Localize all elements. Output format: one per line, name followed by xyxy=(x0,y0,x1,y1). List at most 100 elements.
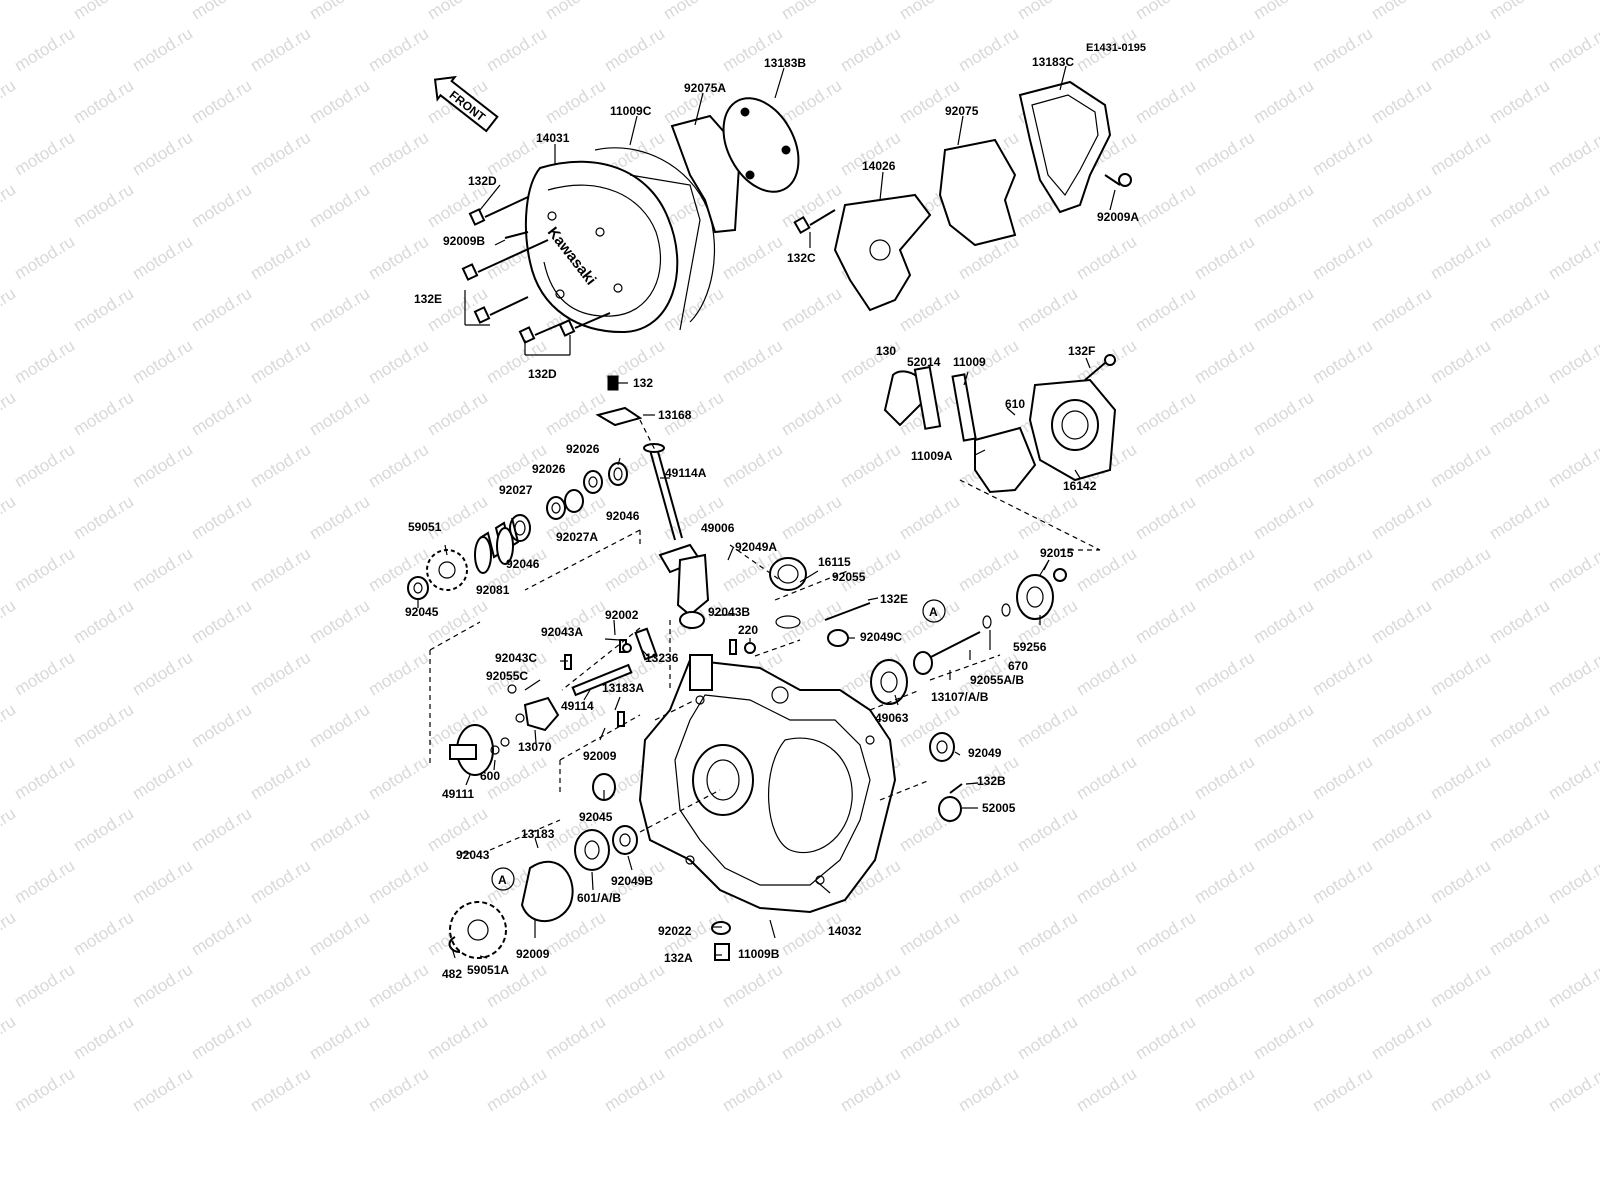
watermark-text: motod.ru xyxy=(365,752,432,804)
watermark-text: motod.ru xyxy=(1486,700,1553,752)
watermark-text: motod.ru xyxy=(778,388,845,440)
watermark-text: motod.ru xyxy=(188,804,255,856)
leader-lines xyxy=(417,65,1116,959)
watermark-text: motod.ru xyxy=(188,1012,255,1064)
watermark-text: motod.ru xyxy=(1191,648,1258,700)
part-label-49111: 49111 xyxy=(442,787,474,801)
part-label-92075a: 92075A xyxy=(684,81,726,95)
watermark-text: motod.ru xyxy=(247,648,314,700)
watermark-text: motod.ru xyxy=(1073,544,1140,596)
watermark-text: motod.ru xyxy=(70,908,137,960)
watermark-text: motod.ru xyxy=(188,76,255,128)
small-cover xyxy=(1018,80,1112,214)
part-label-601-a-b: 601/A/B xyxy=(577,891,621,905)
watermark-text: motod.ru xyxy=(1427,856,1494,908)
watermark-text: motod.ru xyxy=(424,388,491,440)
watermark-text: motod.ru xyxy=(1427,128,1494,180)
watermark-text: motod.ru xyxy=(70,1012,137,1064)
cover-bolts xyxy=(461,173,1132,356)
part-label-132: 132 xyxy=(633,376,653,390)
watermark-text: motod.ru xyxy=(0,0,19,23)
part-label-92009: 92009 xyxy=(583,749,617,763)
part-label-13183b: 13183B xyxy=(764,56,806,70)
part-label-132d: 132D xyxy=(528,367,557,381)
watermark-text: motod.ru xyxy=(1014,700,1081,752)
watermark-text: motod.ru xyxy=(1191,544,1258,596)
part-label-59051: 59051 xyxy=(408,520,442,534)
watermark-text: motod.ru xyxy=(0,1012,19,1064)
watermark-text: motod.ru xyxy=(0,908,19,960)
watermark-text: motod.ru xyxy=(1014,492,1081,544)
watermark-text: motod.ru xyxy=(660,0,727,23)
watermark-text: motod.ru xyxy=(1545,128,1600,180)
watermark-text: motod.ru xyxy=(70,700,137,752)
watermark-text: motod.ru xyxy=(1191,24,1258,76)
watermark-text: motod.ru xyxy=(542,596,609,648)
watermark-text: motod.ru xyxy=(483,1064,550,1116)
part-label-92026: 92026 xyxy=(566,442,600,456)
watermark-text: motod.ru xyxy=(1486,388,1553,440)
part-label-59256: 59256 xyxy=(1013,640,1047,654)
watermark-text: motod.ru xyxy=(1014,0,1081,23)
part-label-132b: 132B xyxy=(977,774,1006,788)
watermark-text: motod.ru xyxy=(11,648,78,700)
watermark-text: motod.ru xyxy=(1545,1064,1600,1116)
watermark-text: motod.ru xyxy=(1014,804,1081,856)
watermark-text: motod.ru xyxy=(70,492,137,544)
watermark-text: motod.ru xyxy=(1132,388,1199,440)
watermark-text: motod.ru xyxy=(1545,544,1600,596)
watermark-text: motod.ru xyxy=(1132,76,1199,128)
final-sprocket xyxy=(448,901,507,959)
part-label-92009: 92009 xyxy=(516,947,550,961)
watermark-text: motod.ru xyxy=(1309,752,1376,804)
watermark-text: motod.ru xyxy=(129,856,196,908)
part-label-49114a: 49114A xyxy=(665,466,707,480)
watermark-text: motod.ru xyxy=(424,1012,491,1064)
svg-text:A: A xyxy=(929,605,938,619)
watermark-text: motod.ru xyxy=(1191,960,1258,1012)
callout-a-upper: A xyxy=(922,599,946,623)
part-label-92043c: 92043C xyxy=(495,651,537,665)
part-label-92081: 92081 xyxy=(476,583,510,597)
watermark-text: motod.ru xyxy=(247,128,314,180)
part-label-11009: 11009 xyxy=(953,355,986,369)
watermark-text: motod.ru xyxy=(1250,700,1317,752)
watermark-text: motod.ru xyxy=(70,284,137,336)
watermark-text: motod.ru xyxy=(1014,1012,1081,1064)
watermark-text: motod.ru xyxy=(719,232,786,284)
watermark-text: motod.ru xyxy=(1309,544,1376,596)
watermark-text: motod.ru xyxy=(1368,700,1435,752)
watermark-text: motod.ru xyxy=(424,0,491,23)
watermark-text: motod.ru xyxy=(1191,1064,1258,1116)
sprocket-cover-gasket xyxy=(938,138,1017,247)
watermark-text: motod.ru xyxy=(1427,232,1494,284)
watermark-text: motod.ru xyxy=(70,180,137,232)
watermark-text: motod.ru xyxy=(1014,284,1081,336)
watermark-text: motod.ru xyxy=(601,1064,668,1116)
watermark-text: motod.ru xyxy=(0,76,19,128)
watermark-text: motod.ru xyxy=(11,128,78,180)
watermark-text: motod.ru xyxy=(1486,284,1553,336)
watermark-text: motod.ru xyxy=(1545,648,1600,700)
watermark-text: motod.ru xyxy=(1427,24,1494,76)
watermark-text: motod.ru xyxy=(1309,648,1376,700)
watermark-text: motod.ru xyxy=(896,908,963,960)
watermark-text: motod.ru xyxy=(11,752,78,804)
watermark-text: motod.ru xyxy=(1014,908,1081,960)
part-label-92055c: 92055C xyxy=(486,669,528,683)
part-label-92046: 92046 xyxy=(506,557,540,571)
watermark-text: motod.ru xyxy=(1191,440,1258,492)
part-label-92049c: 92049C xyxy=(860,630,902,644)
watermark-text: motod.ru xyxy=(1073,1064,1140,1116)
part-label-13183: 13183 xyxy=(521,827,555,841)
watermark-text: motod.ru xyxy=(188,284,255,336)
watermark-text: motod.ru xyxy=(1309,856,1376,908)
part-label-92043: 92043 xyxy=(456,848,490,862)
watermark-text: motod.ru xyxy=(1191,752,1258,804)
part-label-92009b: 92009B xyxy=(443,234,485,248)
watermark-text: motod.ru xyxy=(660,1012,727,1064)
part-label-92026: 92026 xyxy=(532,462,566,476)
watermark-text: motod.ru xyxy=(0,388,19,440)
